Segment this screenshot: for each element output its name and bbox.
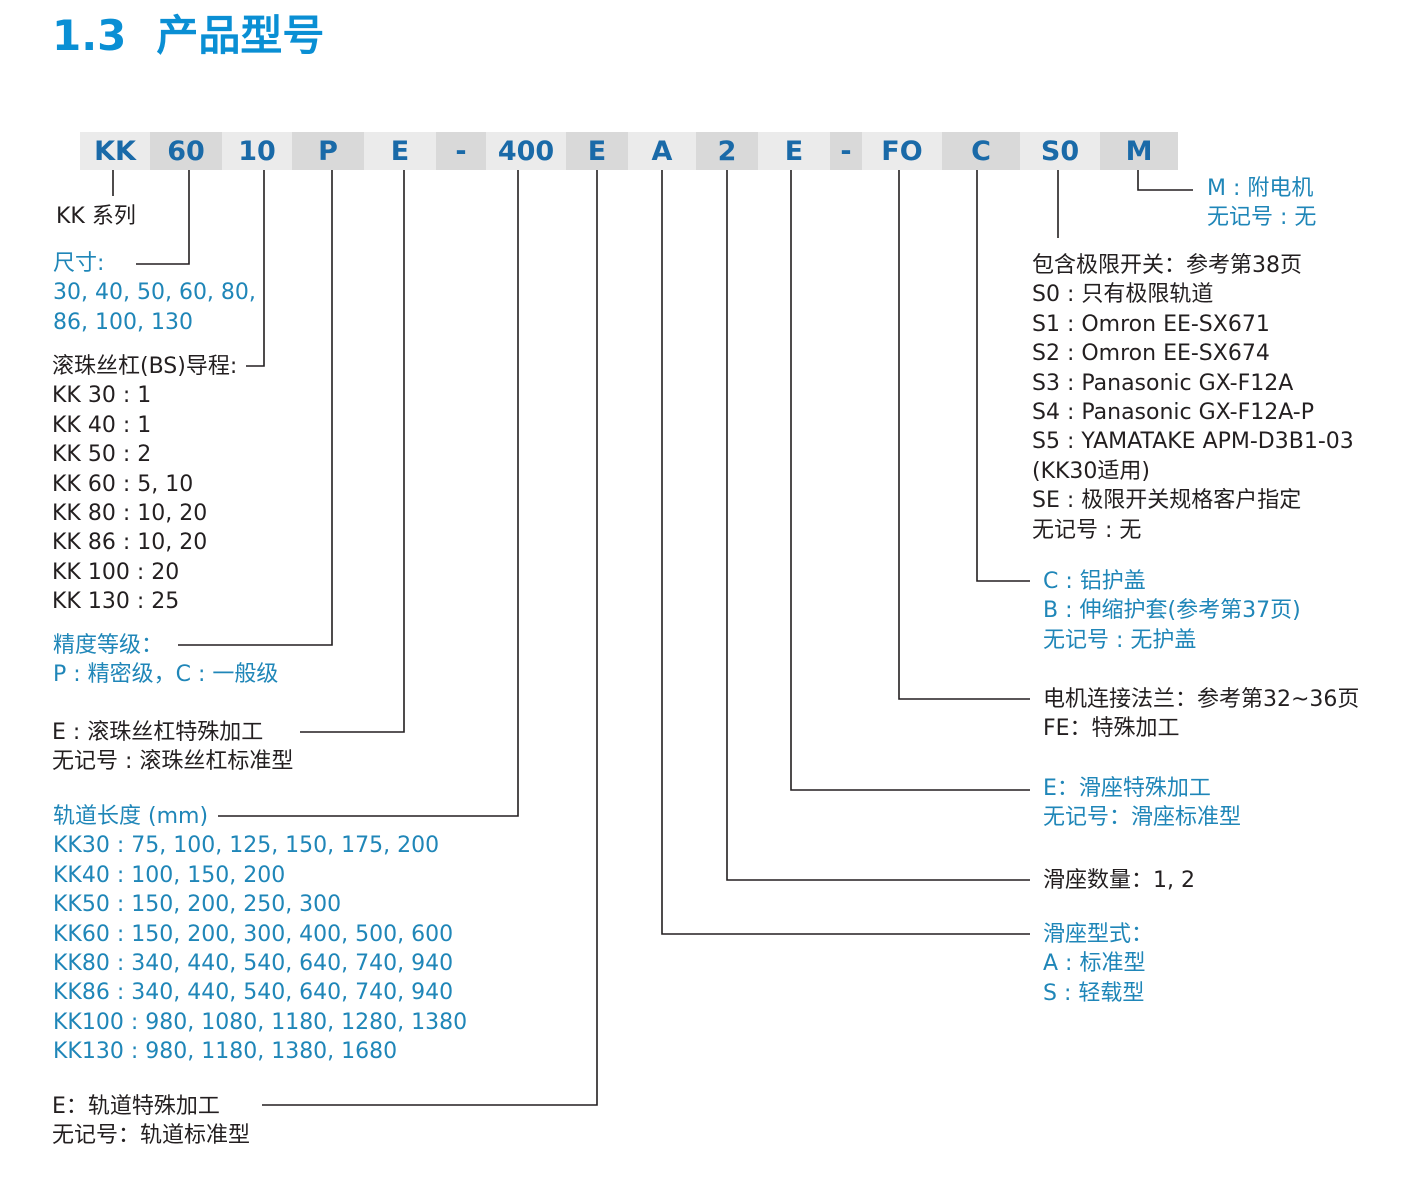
limit-switch-row: S0 : 只有极限轨道 [1032,282,1214,308]
lead-row: KK 60 : 5, 10 [52,471,194,497]
rail-length-row: KK60 : 150, 200, 300, 400, 500, 600 [53,921,454,947]
lead-row: KK 100 : 20 [52,559,180,585]
slider-special-option: E：滑座特殊加工 [1043,776,1211,801]
series-block: KK 系列 [56,202,136,231]
rail-special-option: E：轨道特殊加工 [52,1094,220,1119]
code-seg-flange: FO [862,132,942,170]
code-seg-slider-qty: 2 [696,132,758,170]
precision-heading: 精度等级： [53,633,164,658]
code-seg-size: 60 [150,132,222,170]
leader-line-cover [976,170,1030,582]
size-values-2: 86, 100, 130 [53,309,193,335]
section-title: 1.3 产品型号 [52,8,324,64]
lead-row: KK 80 : 10, 20 [52,500,208,526]
limit-switch-block: 包含极限开关：参考第38页 S0 : 只有极限轨道 S1 : Omron EE-… [1032,251,1354,545]
bs-special-option: E : 滚珠丝杠特殊加工 [52,720,264,745]
section-title-text: 产品型号 [156,11,325,60]
bs-special-block: E : 滚珠丝杠特殊加工 无记号 : 滚珠丝杠标准型 [52,718,293,777]
rail-length-row: KK100 : 980, 1080, 1180, 1280, 1380 [53,1009,468,1035]
limit-switch-row: S2 : Omron EE-SX674 [1032,341,1270,367]
cover-option-b: B : 伸缩护套(参考第37页) [1043,598,1301,624]
leader-line-size [136,170,190,265]
slider-type-a: A : 标准型 [1043,951,1146,977]
slider-special-block: E：滑座特殊加工 无记号：滑座标准型 [1043,774,1241,833]
precision-values: P : 精密级，C : 一般级 [53,662,279,688]
rail-length-row: KK86 : 340, 440, 540, 640, 740, 940 [53,980,454,1006]
limit-switch-row: S1 : Omron EE-SX671 [1032,311,1270,337]
series-label: KK 系列 [56,204,136,229]
slider-type-heading: 滑座型式： [1043,922,1154,947]
motor-default: 无记号 : 无 [1207,205,1317,231]
code-seg-rail-special: E [566,132,628,170]
slider-qty-label: 滑座数量：1, 2 [1043,868,1195,893]
code-seg-limit-switch: S0 [1020,132,1100,170]
flange-block: 电机连接法兰：参考第32~36页 FE：特殊加工 [1043,685,1359,744]
lead-block: 滚珠丝杠(BS)导程: KK 30 : 1 KK 40 : 1 KK 50 : … [52,352,237,617]
leader-line-precision [178,170,333,646]
leader-line-flange [898,170,1030,700]
lead-row: KK 130 : 25 [52,589,180,615]
leader-line-slider-type [661,170,1030,935]
bs-special-default: 无记号 : 滚珠丝杠标准型 [52,749,294,775]
motor-option: M : 附电机 [1207,176,1314,201]
flange-option: FE：特殊加工 [1043,716,1180,742]
code-seg-dash-1: - [436,132,486,170]
rail-length-row: KK30 : 75, 100, 125, 150, 175, 200 [53,833,440,859]
cover-block: C : 铝护盖 B : 伸缩护套(参考第37页) 无记号 : 无护盖 [1043,567,1301,655]
size-heading: 尺寸: [53,251,105,276]
limit-switch-row: SE : 极限开关规格客户指定 [1032,488,1302,514]
code-seg-series: KK [80,132,150,170]
rail-length-row: KK50 : 150, 200, 250, 300 [53,892,342,918]
rail-length-row: KK80 : 340, 440, 540, 640, 740, 940 [53,950,454,976]
slider-type-s: S : 轻载型 [1043,980,1145,1006]
rail-special-block: E：轨道特殊加工 无记号：轨道标准型 [52,1092,250,1151]
cover-default: 无记号 : 无护盖 [1043,627,1197,653]
leader-line-motor [1137,170,1193,191]
slider-special-default: 无记号：滑座标准型 [1043,805,1242,831]
leader-line-rail-length [218,170,519,817]
code-seg-precision: P [292,132,364,170]
code-seg-slider-type: A [628,132,696,170]
lead-row: KK 30 : 1 [52,383,152,409]
limit-switch-row: S4 : Panasonic GX-F12A-P [1032,399,1314,425]
code-seg-dash-2: - [830,132,862,170]
slider-type-block: 滑座型式： A : 标准型 S : 轻载型 [1043,920,1153,1008]
rail-length-row: KK40 : 100, 150, 200 [53,862,286,888]
code-seg-motor: M [1100,132,1178,170]
size-values-1: 30, 40, 50, 60, 80, [53,280,256,306]
rail-length-heading: 轨道长度 (mm) [53,804,209,829]
flange-heading: 电机连接法兰：参考第32~36页 [1043,687,1360,712]
rail-length-block: 轨道长度 (mm) KK30 : 75, 100, 125, 150, 175,… [53,802,467,1067]
limit-switch-row: S3 : Panasonic GX-F12A [1032,370,1294,396]
precision-block: 精度等级： P : 精密级，C : 一般级 [53,631,278,690]
code-seg-rail-length: 400 [486,132,566,170]
lead-row: KK 86 : 10, 20 [52,530,208,556]
section-number: 1.3 [52,11,127,60]
leader-line-rail-special [262,170,598,1106]
limit-switch-row: 无记号 : 无 [1032,517,1142,543]
leader-line-slider-special [790,170,1030,791]
rail-special-default: 无记号：轨道标准型 [52,1123,251,1149]
code-seg-lead: 10 [222,132,292,170]
slider-qty-block: 滑座数量：1, 2 [1043,866,1195,895]
leader-line-slider-qty [726,170,1030,881]
lead-row: KK 40 : 1 [52,412,152,438]
lead-row: KK 50 : 2 [52,442,152,468]
code-seg-slider-special: E [758,132,830,170]
limit-switch-row: (KK30适用) [1032,458,1151,484]
code-seg-cover: C [942,132,1020,170]
rail-length-row: KK130 : 980, 1180, 1380, 1680 [53,1039,398,1065]
limit-switch-row: S5 : YAMATAKE APM-D3B1-03 [1032,429,1354,455]
lead-heading: 滚珠丝杠(BS)导程: [52,354,238,379]
cover-option-c: C : 铝护盖 [1043,569,1146,594]
leader-line-bs-special [300,170,405,733]
leader-line-lead [246,170,265,367]
motor-block: M : 附电机 无记号 : 无 [1207,174,1316,233]
limit-switch-heading: 包含极限开关：参考第38页 [1032,253,1302,278]
code-seg-bs-special: E [364,132,436,170]
size-block: 尺寸: 30, 40, 50, 60, 80, 86, 100, 130 [53,249,256,337]
